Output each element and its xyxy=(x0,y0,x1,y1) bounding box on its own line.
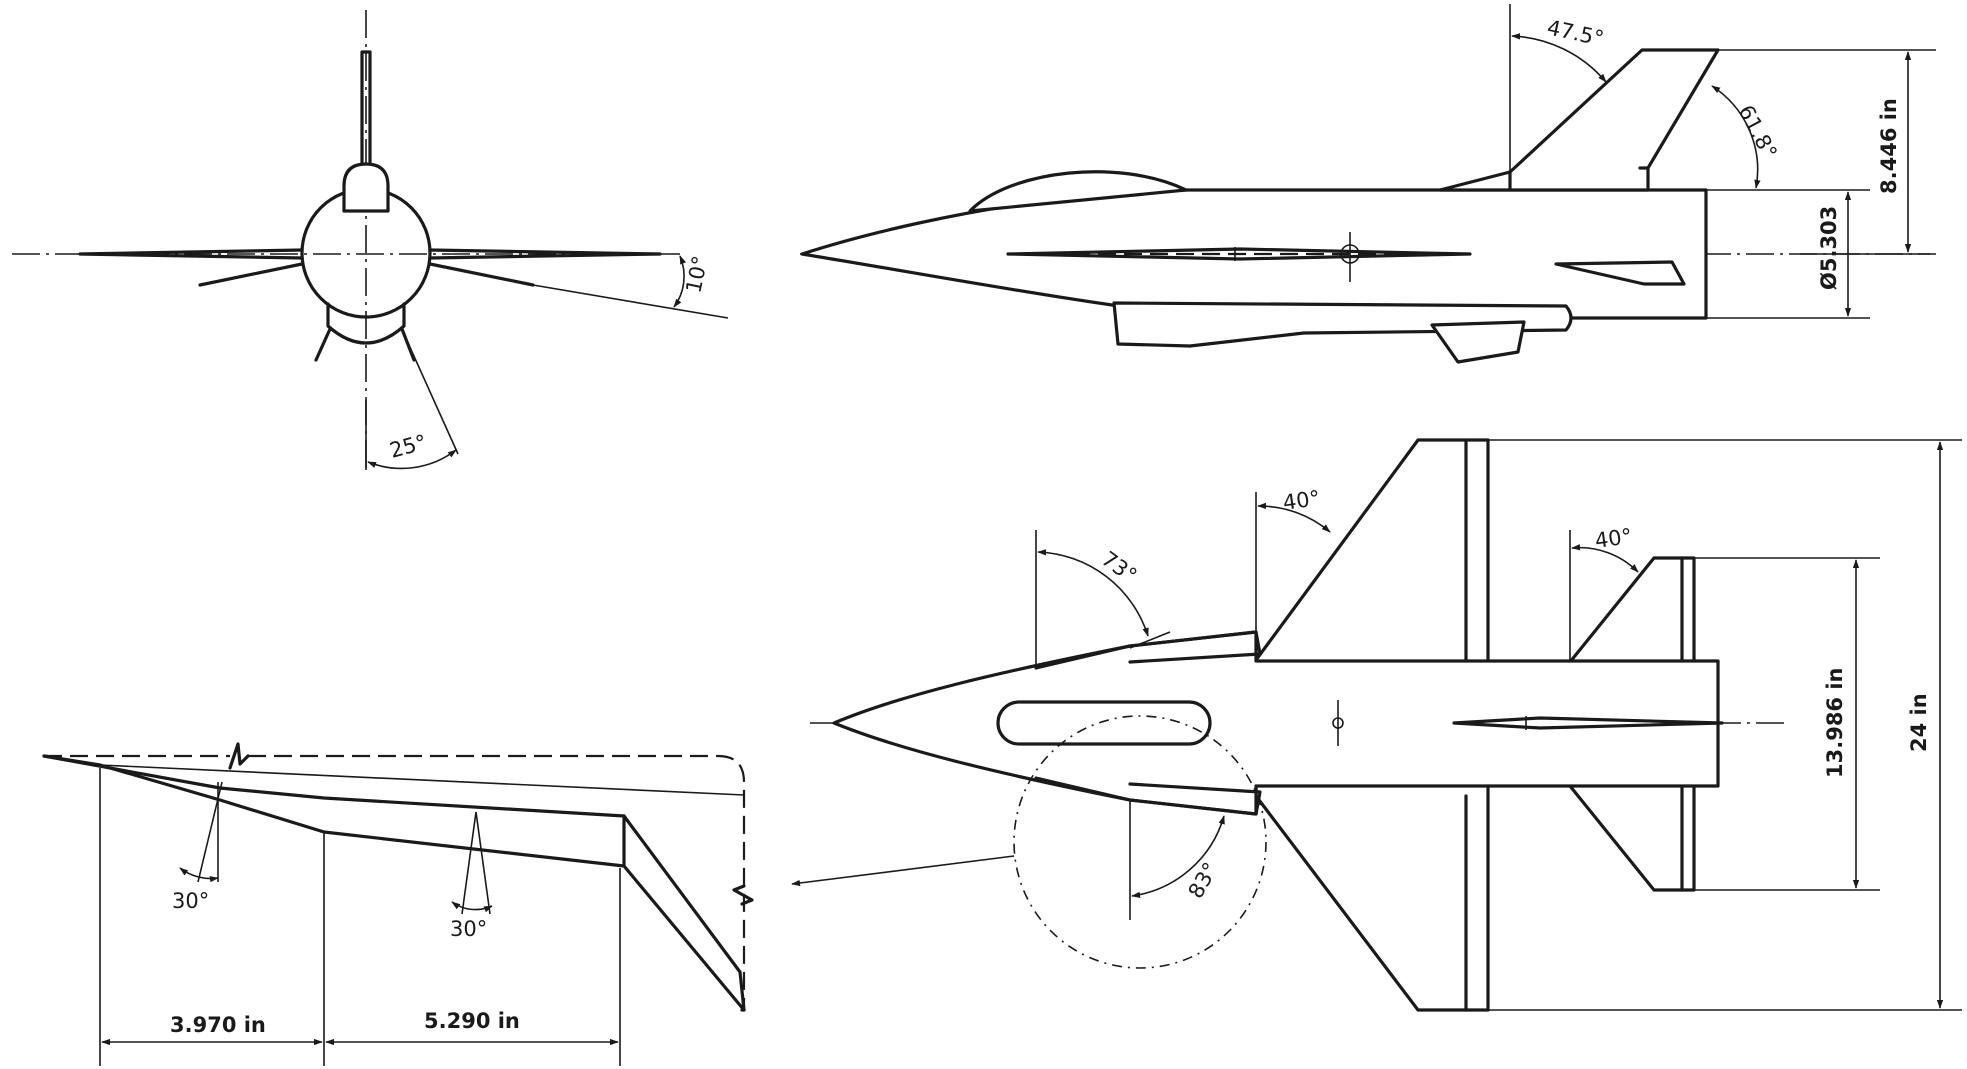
side-fin-sweep-arc xyxy=(1511,33,1607,83)
top-detail-circle xyxy=(1013,715,1267,969)
top-wing-sweep-arc xyxy=(1257,502,1331,533)
top-canard-extension xyxy=(1129,631,1171,649)
detail-leading-edge xyxy=(42,754,746,1012)
top-canard-trailing-label: 83° xyxy=(1184,858,1223,902)
detail-length-2-label: 5.290 in xyxy=(424,1009,520,1033)
side-belly-pod xyxy=(1112,301,1573,348)
detail-dashed-outline xyxy=(44,754,746,1010)
top-tail-sweep-arc xyxy=(1571,544,1639,573)
front-strake-arc xyxy=(367,449,457,470)
detail-trailing-edge xyxy=(42,754,626,868)
detail-break-mark-top xyxy=(228,742,250,770)
detail-lower-edge xyxy=(622,814,746,1012)
side-tail-stub xyxy=(1554,260,1686,286)
top-detail-leader xyxy=(791,855,1015,887)
top-canard-leading-label: 73° xyxy=(1097,547,1141,588)
front-strake-label: 25° xyxy=(387,430,429,463)
tail-span-label: 13.986 in xyxy=(1823,668,1847,779)
front-dihedral-arc xyxy=(673,255,687,308)
front-view: 10° 25° xyxy=(12,10,729,470)
side-fin-trailing-label: 61.8° xyxy=(1734,101,1782,163)
top-tail-sweep-label: 40° xyxy=(1593,524,1633,553)
top-intake-oval xyxy=(996,700,1212,746)
front-left-wing xyxy=(78,248,304,260)
body-diameter-label: Ø5.303 xyxy=(1817,206,1841,290)
side-canopy xyxy=(968,170,1188,213)
side-wing-root xyxy=(1006,247,1472,261)
top-rear-missile xyxy=(1452,716,1724,730)
detail-angle-1-arc xyxy=(179,867,219,883)
front-right-wing xyxy=(428,248,662,260)
fin-height-label: 8.446 in xyxy=(1877,98,1901,194)
detail-angle-2-line-a xyxy=(461,811,477,915)
detail-view: 30° 30° 3.970 in 5.290 in xyxy=(42,742,754,1066)
top-lower-strake xyxy=(1034,776,1262,816)
front-canopy xyxy=(342,162,390,213)
front-dihedral-label: 10° xyxy=(681,254,712,295)
side-fin-trailing-arc xyxy=(1711,85,1761,189)
front-strake-extension xyxy=(403,333,459,455)
front-left-lower-fin xyxy=(198,262,304,287)
detail-length-1-label: 3.970 in xyxy=(170,1013,266,1037)
side-view: 47.5° 61.8° 8.446 in Ø5.303 xyxy=(800,4,1936,364)
side-ventral-fin xyxy=(1430,320,1526,364)
side-vertical-fin xyxy=(1438,48,1720,192)
front-left-strake xyxy=(314,327,332,362)
detail-angle-1-label: 30° xyxy=(172,889,209,913)
wing-span-label: 24 in xyxy=(1907,693,1931,752)
front-dihedral-extension xyxy=(532,284,729,319)
detail-angle-2-label: 30° xyxy=(450,917,487,941)
detail-angle-2-line-b xyxy=(475,811,491,915)
detail-top-reference xyxy=(99,764,745,796)
detail-angle-2-arc xyxy=(451,901,493,913)
top-canard-trailing-arc xyxy=(1131,815,1225,898)
top-view: 73° 40° 40° 83° 13.986 in 24 in xyxy=(791,438,1962,1012)
top-wing-sweep-label: 40° xyxy=(1281,486,1321,515)
detail-break-mark-right xyxy=(732,884,754,906)
top-canard-leading-arc xyxy=(1037,549,1149,637)
front-right-lower-fin xyxy=(428,262,535,287)
